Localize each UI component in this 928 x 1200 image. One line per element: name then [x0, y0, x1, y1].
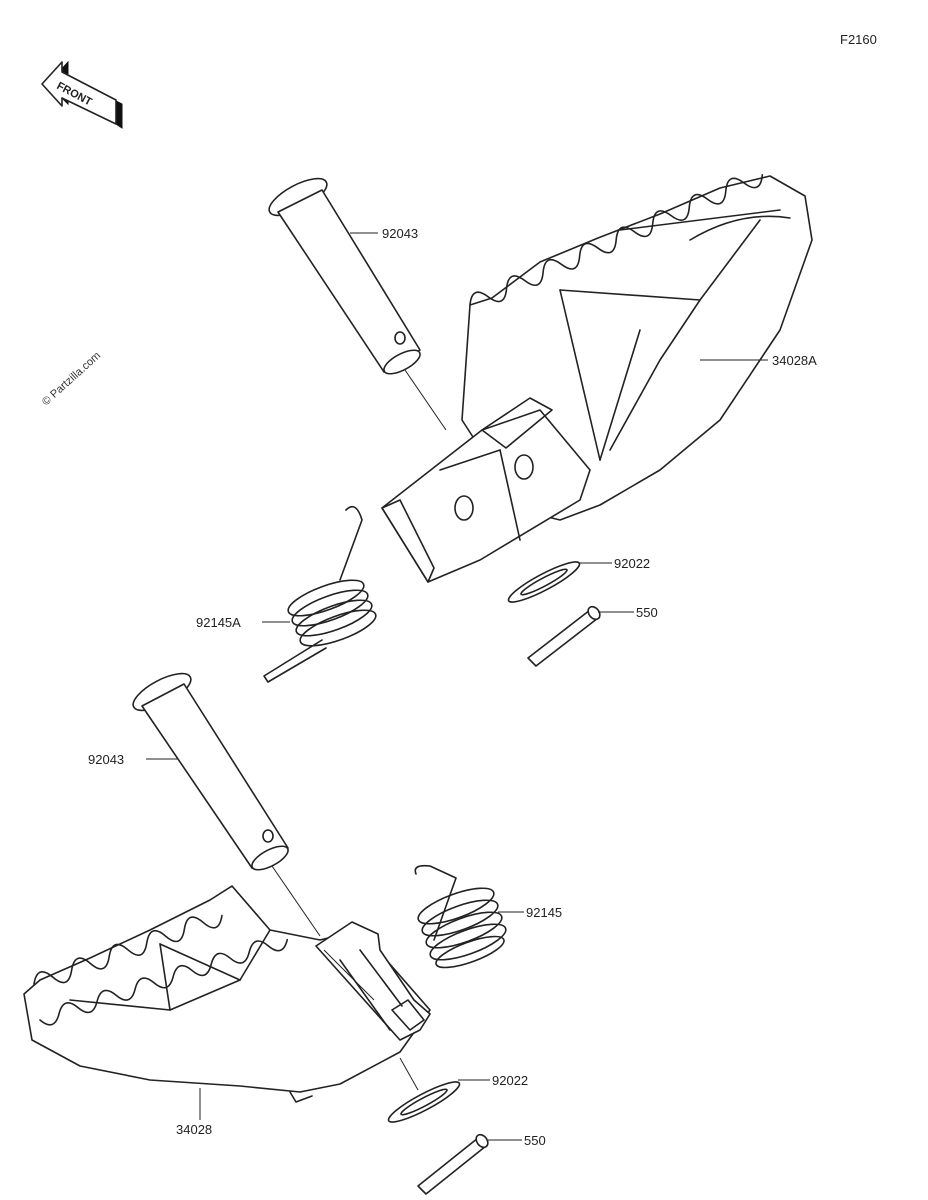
label-washer-upper: 92022: [614, 556, 650, 571]
label-spring-upper: 92145A: [196, 615, 241, 630]
label-cotter-lower: 550: [524, 1133, 546, 1148]
pin-upper-drawing: [268, 177, 447, 431]
label-footpeg-left: 34028: [176, 1122, 212, 1137]
front-arrow-icon: FRONT: [41, 60, 123, 129]
spring-lower-drawing: [414, 864, 507, 969]
cotter-lower-drawing: [417, 1133, 489, 1195]
diagram-id: F2160: [840, 32, 877, 47]
label-cotter-upper: 550: [636, 605, 658, 620]
washer-lower-drawing: [387, 1057, 461, 1123]
label-footpeg-right: 34028A: [772, 353, 817, 368]
cotter-upper-drawing: [527, 605, 601, 667]
label-pin-lower: 92043: [88, 752, 124, 767]
watermark: © Partzilla.com: [40, 350, 103, 409]
pin-lower-drawing: [132, 672, 321, 937]
spring-upper-drawing: [263, 505, 377, 683]
washer-upper-drawing: [507, 561, 581, 603]
label-spring-lower: 92145: [526, 905, 562, 920]
footpeg-right-drawing: [381, 174, 813, 583]
label-washer-lower: 92022: [492, 1073, 528, 1088]
footpeg-left-drawing: [23, 885, 431, 1103]
label-pin-upper: 92043: [382, 226, 418, 241]
